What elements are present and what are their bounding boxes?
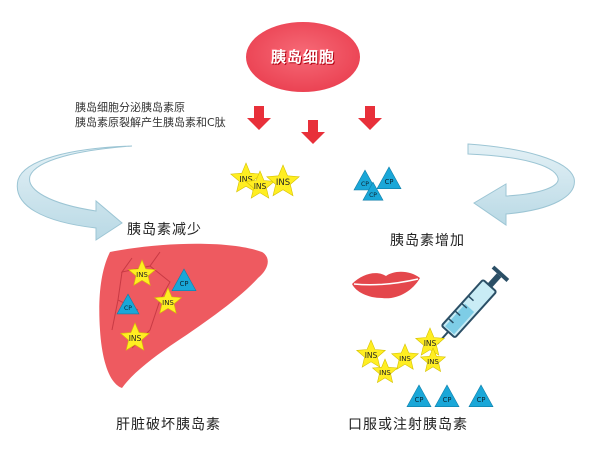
insulin-star-icon: INS — [119, 322, 151, 351]
insulin-label: INS — [365, 351, 378, 360]
insulin-star-icon: INS — [266, 164, 300, 197]
down-arrow-icon — [358, 106, 382, 130]
cpeptide-label: CP — [369, 192, 377, 199]
cell-title: 胰岛细胞 — [270, 47, 335, 66]
insulin-label: INS — [129, 334, 142, 343]
note-cleave: 胰岛素原裂解产生胰岛素和C肽 — [75, 116, 226, 129]
syringe-icon — [436, 265, 510, 345]
insulin-label: INS — [424, 339, 437, 348]
cpeptide-triangle-icon: CP — [406, 384, 432, 407]
cpeptide-triangle-icon: CP — [362, 181, 384, 201]
cpeptide-label: CP — [415, 396, 424, 404]
note-secrete: 胰岛细胞分泌胰岛素原 — [75, 101, 185, 114]
label-decrease: 胰岛素减少 — [127, 222, 202, 238]
cpeptide-triangle-icon: CP — [468, 384, 494, 407]
insulin-label: INS — [239, 175, 252, 184]
down-arrow-icon — [301, 120, 325, 144]
cpeptide-triangle-icon: CP — [434, 384, 460, 407]
insulin-label: INS — [254, 182, 267, 191]
cpeptide-label: CP — [180, 280, 189, 288]
label-increase: 胰岛素增加 — [390, 233, 465, 249]
insulin-star-icon: INS — [153, 287, 183, 314]
insulin-star-icon: INS — [127, 259, 157, 286]
cpeptide-triangle-icon: CP — [376, 166, 402, 189]
insulin-label: INS — [427, 358, 439, 366]
cpeptide-label: CP — [477, 396, 486, 404]
pancreatic-cell — [246, 22, 360, 92]
insulin-star-icon: INS — [244, 170, 276, 199]
label-external: 口服或注射胰岛素 — [348, 417, 468, 433]
insulin-star-icon: INS — [371, 358, 399, 384]
insulin-label: INS — [136, 271, 148, 279]
curved-arrow-icon — [16, 145, 133, 241]
down-arrow-icon — [247, 106, 271, 130]
insulin-star-icon: INS — [419, 347, 447, 373]
insulin-label: INS — [276, 178, 290, 188]
cpeptide-label: CP — [361, 181, 369, 188]
cpeptide-triangle-icon: CP — [353, 169, 377, 191]
liver-icon — [99, 243, 268, 388]
insulin-star-icon: INS — [355, 339, 387, 368]
curved-arrow-icon — [467, 143, 575, 226]
cpeptide-label: CP — [443, 396, 452, 404]
cpeptide-triangle-icon: CP — [116, 293, 140, 315]
lips-icon — [352, 271, 420, 299]
insulin-star-icon: INS — [414, 327, 446, 356]
insulin-label: INS — [399, 355, 411, 363]
insulin-label: INS — [379, 369, 391, 377]
insulin-label: INS — [162, 299, 174, 307]
cpeptide-triangle-icon: CP — [171, 268, 197, 291]
insulin-star-icon: INS — [390, 343, 420, 370]
cpeptide-label: CP — [385, 178, 394, 186]
cpeptide-label: CP — [124, 305, 132, 312]
label-liver: 肝脏破坏胰岛素 — [116, 417, 221, 433]
